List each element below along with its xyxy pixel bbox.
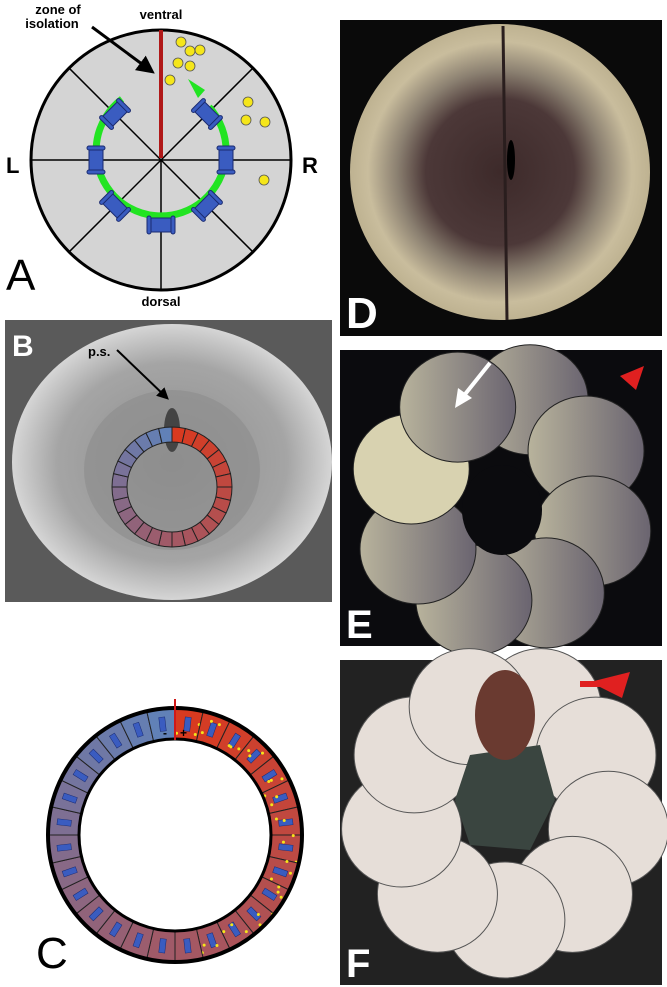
particle: [203, 944, 206, 947]
particle: [237, 747, 240, 750]
ion-channel-icon: [279, 844, 294, 852]
particle: [285, 860, 288, 863]
panel-f-letter: F: [346, 942, 370, 986]
ion-channel-icon: [217, 146, 235, 174]
particle: [185, 61, 195, 71]
panel-d-letter: D: [346, 289, 378, 338]
ion-channel-icon: [147, 216, 175, 234]
panel-b: p.s. B: [5, 320, 332, 602]
particle: [267, 780, 270, 783]
zone-label-1: zone of: [35, 2, 81, 17]
embryo-4-cell-photo: [350, 24, 650, 320]
particle: [185, 46, 195, 56]
particle: [241, 115, 251, 125]
ion-channel-icon: [184, 939, 192, 954]
particle: [259, 175, 269, 185]
particle: [194, 733, 197, 736]
particle: [176, 37, 186, 47]
particle: [261, 752, 264, 755]
particle: [215, 944, 218, 947]
particle: [283, 819, 286, 822]
panel-c: - + C: [36, 699, 302, 978]
plus-sign: +: [180, 726, 187, 740]
particle: [195, 45, 205, 55]
particle: [280, 777, 283, 780]
panel-a-letter: A: [6, 251, 36, 300]
panel-a: zone of isolation ventral dorsal L R A: [6, 2, 318, 309]
panel-e-letter: E: [346, 603, 373, 647]
right-label: R: [302, 153, 318, 178]
dorsal-label: dorsal: [141, 294, 180, 309]
panel-d: D: [340, 20, 662, 338]
particle: [243, 97, 253, 107]
left-label: L: [6, 153, 19, 178]
particle: [277, 885, 280, 888]
particle: [229, 745, 232, 748]
particle: [165, 75, 175, 85]
stained-cell: [475, 670, 535, 760]
panel-c-letter: C: [36, 929, 68, 978]
particle: [282, 841, 285, 844]
particle: [275, 795, 278, 798]
particle: [210, 720, 213, 723]
particle: [247, 749, 250, 752]
particle: [230, 923, 233, 926]
minus-sign: -: [163, 726, 167, 740]
particle: [201, 731, 204, 734]
zone-label-2: isolation: [25, 16, 79, 31]
panel-e: E: [340, 345, 662, 656]
panel-f: F: [340, 649, 667, 986]
blastomere: [400, 352, 516, 462]
particle: [289, 872, 292, 875]
particle: [270, 779, 273, 782]
particle: [280, 896, 283, 899]
particle: [260, 117, 270, 127]
ion-channel-icon: [57, 819, 72, 827]
particle: [275, 817, 278, 820]
panel-b-letter: B: [12, 330, 34, 363]
particle: [257, 913, 260, 916]
ion-channel-icon: [87, 146, 105, 174]
ion-channel-icon: [159, 939, 167, 954]
particle: [245, 930, 248, 933]
particle: [222, 930, 225, 933]
particle: [270, 803, 273, 806]
ion-channel-icon: [57, 844, 72, 852]
particle: [270, 877, 273, 880]
ion-channel-icon: [279, 819, 294, 827]
particle: [173, 58, 183, 68]
ps-label: p.s.: [88, 344, 110, 359]
particle: [248, 754, 251, 757]
ventral-label: ventral: [140, 7, 183, 22]
particle: [292, 834, 295, 837]
particle: [218, 723, 221, 726]
particle: [277, 891, 280, 894]
